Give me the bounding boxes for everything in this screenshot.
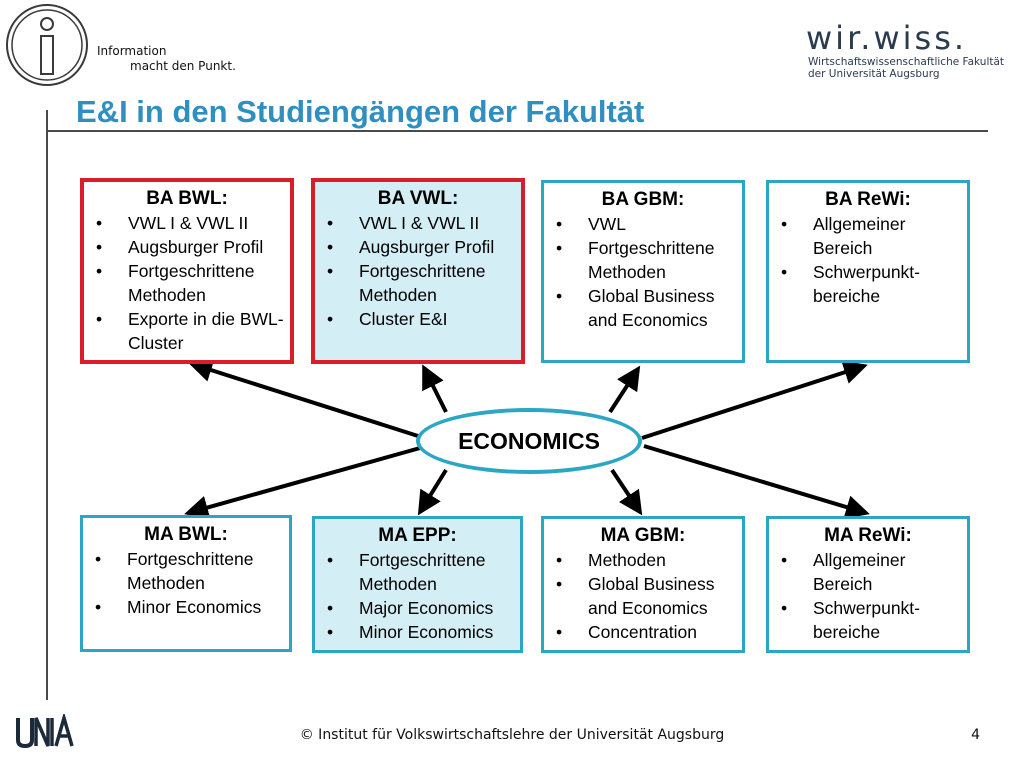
wiss-sub-line2: der Universität Augsburg [808,68,940,80]
arrow-to-ma-rewi [643,444,870,519]
page-title: E&I in den Studiengängen der Fakultät [76,94,645,129]
box-list: Fortgeschrittene Methoden Major Economic… [321,548,514,644]
box-title: BA ReWi: [825,189,911,210]
box-list: VWL I & VWL II Augsburger Profil Fortges… [90,211,284,355]
unia-logo-icon [16,714,74,749]
list-item: Methoden [550,548,736,572]
arrow-to-ba-bwl [188,358,419,438]
list-item: Minor Economics [89,595,283,619]
list-item: Minor Economics [321,620,514,644]
list-item: Cluster E&I [321,307,515,331]
list-item: Fortgeschrittene Methoden [89,547,283,595]
box-title: MA ReWi: [824,525,912,546]
left-divider [46,110,48,700]
box-title: MA GBM: [600,525,686,546]
box-title: BA VWL: [377,188,459,209]
list-item: Major Economics [321,596,514,620]
economics-label: ECONOMICS [458,427,600,454]
box-ma-bwl: MA BWL: Fortgeschrittene Methoden Minor … [80,515,292,652]
list-item: Schwerpunkt-bereiche [775,596,961,644]
list-item: Schwerpunkt-bereiche [775,260,961,308]
arrow-to-ba-rewi [641,360,868,440]
box-ba-gbm: BA GBM: VWL Fortgeschrittene Methoden Gl… [541,180,745,363]
header-divider [48,130,988,132]
box-ma-epp: MA EPP: Fortgeschrittene Methoden Major … [312,516,523,653]
list-item: Augsburger Profil [321,235,515,259]
box-list: Fortgeschrittene Methoden Minor Economic… [89,547,283,619]
information-logo-icon [6,4,88,86]
info-line1: Information [97,44,167,58]
list-item: Fortgeschrittene Methoden [550,236,736,284]
list-item: Fortgeschrittene Methoden [321,259,515,307]
box-title: BA BWL: [146,188,228,209]
list-item: Fortgeschrittene Methoden [90,259,284,307]
list-item: Fortgeschrittene Methoden [321,548,514,596]
arrow-to-ba-vwl [422,364,448,413]
list-item: Augsburger Profil [90,235,284,259]
list-item: VWL [550,212,736,236]
box-list: Allgemeiner Bereich Schwerpunkt-bereiche [775,548,961,644]
box-title: MA EPP: [378,525,457,546]
list-item: Concentration [550,620,736,644]
box-ba-rewi: BA ReWi: Allgemeiner Bereich Schwerpunkt… [766,180,970,363]
arrow-to-ba-gbm [608,365,641,414]
list-item: Allgemeiner Bereich [775,548,961,596]
box-ba-vwl: BA VWL: VWL I & VWL II Augsburger Profil… [311,178,525,364]
list-item: Allgemeiner Bereich [775,212,961,260]
box-ma-rewi: MA ReWi: Allgemeiner Bereich Schwerpunkt… [766,516,970,653]
box-ba-bwl: BA BWL: VWL I & VWL II Augsburger Profil… [80,178,294,364]
information-tagline: Information macht den Punkt. [97,44,236,74]
info-line2: macht den Punkt. [130,59,236,73]
box-list: VWL Fortgeschrittene Methoden Global Bus… [550,212,736,332]
list-item: VWL I & VWL II [90,211,284,235]
list-item: Global Business and Economics [550,572,736,620]
box-list: Allgemeiner Bereich Schwerpunkt-bereiche [775,212,961,308]
arrow-to-ma-gbm [610,468,643,516]
list-item: Exporte in die BWL-Cluster [90,307,284,355]
wiss-logo-subtitle: Wirtschaftswissenschaftliche Fakultät de… [808,56,1004,80]
arrow-to-ma-epp [417,468,448,516]
page-number: 4 [971,727,980,743]
footer-copyright: © Institut für Volkswirtschaftslehre der… [299,727,725,743]
box-ma-gbm: MA GBM: Methoden Global Business and Eco… [541,516,745,653]
wiss-sub-line1: Wirtschaftswissenschaftliche Fakultät [808,56,1005,68]
box-title: MA BWL: [144,524,228,545]
arrow-to-ma-bwl [184,446,421,520]
list-item: Global Business and Economics [550,284,736,332]
economics-ellipse: ECONOMICS [416,408,642,474]
list-item: VWL I & VWL II [321,211,515,235]
wiss-logo-text: wir.wiss. [806,19,968,57]
box-title: BA GBM: [601,189,685,210]
box-list: VWL I & VWL II Augsburger Profil Fortges… [321,211,515,331]
box-list: Methoden Global Business and Economics C… [550,548,736,644]
